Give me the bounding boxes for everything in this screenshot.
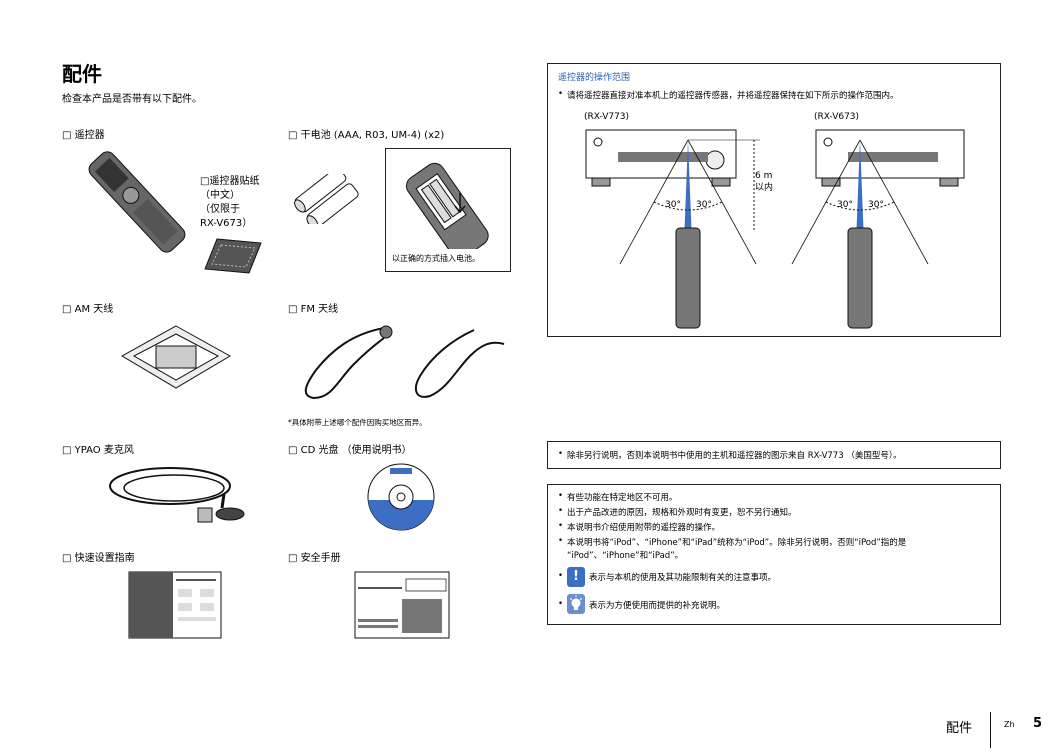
hint-description: 表示为方便使用而提供的补充说明。 xyxy=(589,601,726,611)
info-bullet-3: 本说明书介绍使用附带的遥控器的操作。 xyxy=(558,521,720,533)
intro-text: 检查本产品是否带有以下配件。 xyxy=(62,94,202,105)
distance-label: 6 m 以内 xyxy=(755,170,773,194)
item-am-antenna-label: □ AM 天线 xyxy=(62,304,114,315)
distance-note: 以内 xyxy=(755,183,774,193)
caution-description: 表示与本机的使用及其功能限制有关的注意事项。 xyxy=(589,573,777,583)
distance-value: 6 m xyxy=(755,171,773,181)
operation-range-diagram xyxy=(585,129,965,329)
angle-left-rx-v673: 30° xyxy=(837,200,853,210)
item-cd-label: □ CD 光盘 （使用说明书） xyxy=(288,445,412,456)
remote-control-illustration xyxy=(88,151,186,253)
angle-right-rx-v673: 30° xyxy=(868,200,884,210)
batteries-illustration xyxy=(294,174,359,224)
sticker-line-1: □遥控器贴纸 xyxy=(200,176,260,187)
sticker-line-3: （仅限于 xyxy=(200,204,240,215)
am-antenna-illustration xyxy=(120,325,232,389)
footer-language: Zh xyxy=(1004,720,1015,729)
page-number: 5 xyxy=(1033,716,1043,731)
range-box-title: 遥控器的操作范围 xyxy=(558,73,631,83)
angle-left-rx-v773: 30° xyxy=(665,200,681,210)
caution-icon: ! xyxy=(567,567,585,587)
fm-antenna-b-illustration xyxy=(414,329,505,398)
remote-range-box: 遥控器的操作范围 请将遥控器直接对准本机上的遥控器传感器，并将遥控器保持在如下所… xyxy=(547,63,1001,337)
item-quick-guide-label: □ 快速设置指南 xyxy=(62,553,135,564)
footer-divider xyxy=(990,712,991,748)
safety-brochure-illustration xyxy=(354,571,450,639)
page-title: 配件 xyxy=(62,62,102,86)
info-bullet-4-cont: “iPod”、“iPhone”和“iPad”。 xyxy=(567,551,684,561)
battery-insert-caption: 以正确的方式插入电池。 xyxy=(392,254,480,263)
hint-bullet-dot: • xyxy=(558,599,564,609)
battery-insertion-illustration xyxy=(406,162,489,249)
info-bullet-1: 有些功能在特定地区不可用。 xyxy=(558,491,677,503)
model-label-rx-v773: (RX-V773) xyxy=(584,112,630,122)
receiver-rx-v773 xyxy=(585,129,737,187)
hint-lightbulb-icon xyxy=(567,594,585,614)
item-ypao-mic-label: □ YPAO 麦克风 xyxy=(62,445,134,456)
fm-antenna-a-illustration xyxy=(304,325,393,400)
ypao-microphone-illustration xyxy=(109,467,245,523)
item-fm-antenna-label: □ FM 天线 xyxy=(288,304,339,315)
item-batteries-label: □ 干电池 (AAA, R03, UM-4) (x2) xyxy=(288,130,445,141)
remote-sticker-illustration xyxy=(204,238,262,274)
sticker-line-4: RX-V673） xyxy=(200,218,253,229)
info-bullet-4: 本说明书将“iPod”、“iPhone”和“iPad”统称为“iPod”。除非另… xyxy=(558,536,906,548)
item-safety-brochure-label: □ 安全手册 xyxy=(288,553,341,564)
caution-bullet-dot: • xyxy=(558,571,564,581)
quick-setup-guide-illustration xyxy=(128,571,222,639)
footer-section-title: 配件 xyxy=(946,721,973,736)
info-box: 有些功能在特定地区不可用。 出于产品改进的原因，规格和外观时有变更，恕不另行通知… xyxy=(547,484,1001,625)
item-remote-label: □ 遥控器 xyxy=(62,130,105,141)
battery-insert-box: 以正确的方式插入电池。 xyxy=(385,148,511,272)
sticker-line-2: （中文） xyxy=(200,190,240,201)
sticker-label: □遥控器贴纸 （中文） （仅限于 RX-V673） xyxy=(200,175,259,231)
illustration-note: 除非另行说明，否则本说明书中使用的主机和遥控器的图示来自 RX-V773 （美国… xyxy=(558,449,902,461)
cd-rom-illustration xyxy=(367,463,435,531)
info-bullet-2: 出于产品改进的原因，规格和外观时有变更，恕不另行通知。 xyxy=(558,506,796,518)
range-box-bullet: 请将遥控器直接对准本机上的遥控器传感器，并将遥控器保持在如下所示的操作范围内。 xyxy=(558,89,899,101)
angle-right-rx-v773: 30° xyxy=(696,200,712,210)
illustration-note-box: 除非另行说明，否则本说明书中使用的主机和遥控器的图示来自 RX-V773 （美国… xyxy=(547,441,1001,469)
model-label-rx-v673: (RX-V673) xyxy=(814,112,860,122)
region-note: *具体附带上述哪个配件因购买地区而异。 xyxy=(288,418,427,427)
receiver-rx-v673 xyxy=(815,129,965,187)
